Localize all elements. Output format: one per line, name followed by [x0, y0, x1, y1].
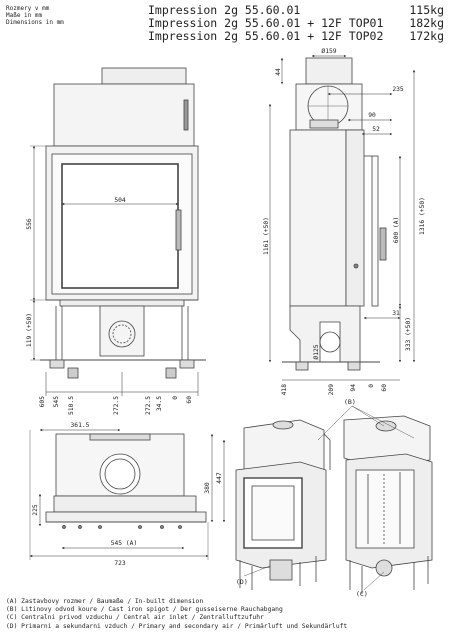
- dim-31: 31: [392, 310, 400, 317]
- dim-545a: 545 (A): [111, 540, 138, 547]
- perspective-back: [343, 415, 433, 594]
- dim-447: 447: [216, 472, 223, 484]
- dim-545: 545: [53, 396, 60, 408]
- top-spigot: [99, 453, 141, 495]
- dim-272b: 272.5: [145, 396, 152, 415]
- front-door-handle: [175, 209, 182, 251]
- front-glass: [61, 163, 179, 289]
- side-handle: [379, 227, 387, 261]
- dim-119: 119 (+50): [26, 313, 33, 347]
- dim-418: 418: [281, 384, 288, 396]
- top-view: [45, 433, 207, 529]
- perspective-labels: (B) (C) (D): [236, 398, 368, 598]
- side-door: [371, 155, 379, 307]
- front-foot-left: [49, 359, 65, 369]
- model-weight: 115kg: [409, 3, 444, 17]
- front-dimensions: [32, 145, 199, 396]
- side-door-frame: [345, 129, 365, 307]
- dim-d159: Ø159: [321, 47, 336, 55]
- dim-510: 510.5: [68, 396, 75, 415]
- top-dimensions: [29, 428, 226, 560]
- dim-345: 34.5: [156, 396, 163, 411]
- model-row: Impression 2g 55.60.01 + 12F TOP02 172kg: [148, 30, 444, 43]
- model-name: Impression 2g 55.60.01 + 12F TOP01: [148, 16, 384, 30]
- dim-44: 44: [275, 68, 282, 76]
- dim-94: 94: [350, 384, 357, 392]
- side-dim-labels: Ø159 44 235 90 52 1161 (+50) 600 (A) 131…: [263, 47, 426, 395]
- units-de: Maße in mm: [6, 12, 43, 19]
- dim-1161: 1161 (+50): [263, 217, 270, 255]
- model-weight: 172kg: [409, 29, 444, 43]
- dim-52: 52: [372, 126, 380, 133]
- model-name: Impression 2g 55.60.01 + 12F TOP02: [148, 29, 384, 43]
- front-air-inlet: [108, 320, 136, 348]
- units-cz: Rozmery v mm: [6, 5, 50, 12]
- top-front-panel: [53, 495, 197, 513]
- model-weight: 182kg: [409, 16, 444, 30]
- legend-item: (C) Centralni privod vzduchu / Central a…: [6, 614, 264, 622]
- dim-60: 60: [186, 396, 193, 404]
- dim-333: 333 (+50): [405, 317, 412, 351]
- dim-272a: 272.5: [113, 396, 120, 415]
- dim-0: 0: [172, 396, 179, 400]
- dim-1316: 1316 (+50): [419, 197, 426, 235]
- dim-3615: 361.5: [71, 422, 90, 429]
- model-row: Impression 2g 55.60.01 115kg: [148, 4, 444, 17]
- model-row: Impression 2g 55.60.01 + 12F TOP01 182kg: [148, 17, 444, 30]
- front-view: [30, 67, 206, 379]
- side-view: [282, 57, 387, 371]
- top-door-frame: [45, 511, 207, 523]
- perspective-leaders: [243, 405, 415, 591]
- dim-225: 225: [32, 504, 39, 516]
- label-d: (D): [236, 578, 248, 586]
- label-c: (C): [356, 590, 368, 598]
- model-list: Impression 2g 55.60.01 115kg Impression 2…: [148, 4, 444, 43]
- dim-600: 600 (A): [393, 217, 400, 244]
- front-top-casing: [53, 83, 195, 147]
- front-flue-collar: [101, 67, 187, 85]
- dim-209: 209: [328, 384, 335, 396]
- units-en: Dimensions in mm: [6, 19, 64, 26]
- front-dim-labels: 504 556 119 (+50) 605 545 510.5 272.5 27…: [26, 197, 193, 415]
- side-dimensions: [268, 54, 416, 381]
- dim-723: 723: [114, 560, 126, 567]
- dim-556: 556: [26, 218, 33, 230]
- front-air-inlet-box: [99, 305, 145, 357]
- dim-0: 0: [368, 384, 375, 388]
- units-note: Rozmery v mm Maße in mm Dimensions in mm: [6, 5, 64, 26]
- top-dim-labels: 361.5 447 380 225 545 (A) 723: [32, 422, 223, 567]
- legend: (A) Zastavbovy rozmer / Baumaße / In-bui…: [6, 598, 347, 631]
- dim-605: 605: [39, 396, 46, 408]
- label-b: (B): [344, 398, 356, 406]
- dim-504: 504: [114, 197, 126, 204]
- front-foot-right: [179, 359, 195, 369]
- perspective-front: [235, 419, 331, 590]
- side-flue-collar: [305, 57, 353, 85]
- dim-235: 235: [392, 86, 404, 93]
- legend-item: (D) Primarni a sekundarni vzduch / Prima…: [6, 622, 348, 630]
- dim-60: 60: [381, 384, 388, 392]
- legend-item: (A) Zastavbovy rozmer / Baumaße / In-bui…: [6, 598, 204, 605]
- dim-380: 380: [204, 482, 211, 494]
- side-lower-body: [289, 305, 361, 363]
- model-name: Impression 2g 55.60.01: [148, 3, 301, 17]
- front-handle: [183, 99, 189, 131]
- legend-item: (B) Litinovy odvod koure / Cast iron spi…: [6, 606, 283, 614]
- dim-d125: Ø125: [312, 344, 320, 359]
- side-inlet: [319, 331, 341, 353]
- side-body: [289, 129, 347, 307]
- dim-90: 90: [368, 112, 376, 119]
